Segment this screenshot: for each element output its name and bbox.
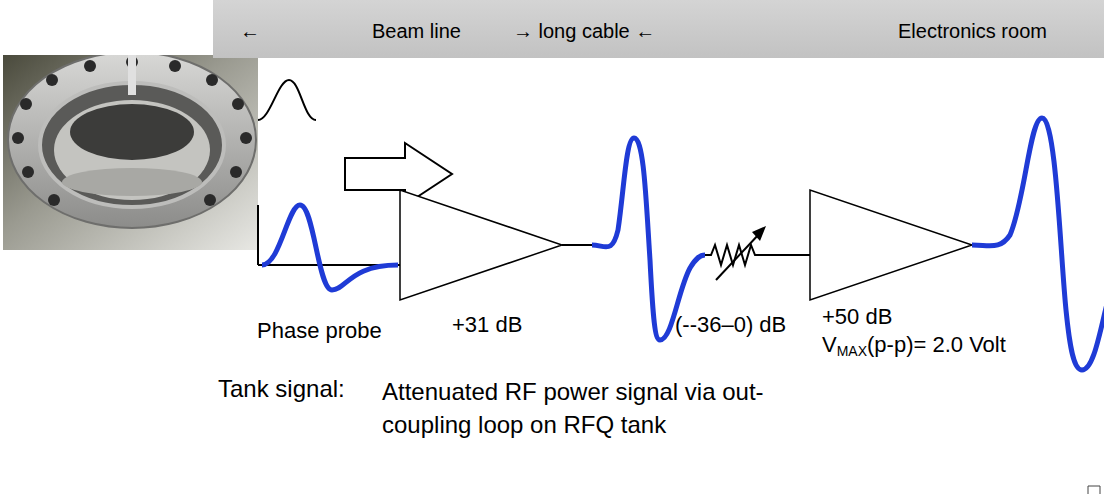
band-label: Electronics room bbox=[898, 20, 1047, 43]
probe-waveform bbox=[262, 205, 398, 290]
amplified-waveform bbox=[592, 138, 705, 340]
heading-band: ← Beam line → long cable ← Electronics room bbox=[213, 0, 1104, 58]
voltage-label: (p-p)= 2.0 Volt bbox=[867, 332, 1006, 358]
note-text: Attenuated RF power signal via out-coupl… bbox=[382, 375, 772, 441]
beam-pulse bbox=[258, 80, 316, 120]
note-heading: Tank signal: bbox=[218, 375, 345, 403]
attenuator-symbol bbox=[705, 245, 810, 265]
corner-mark bbox=[1088, 486, 1100, 494]
band-label: ← bbox=[240, 20, 260, 43]
amplifier-symbol bbox=[810, 190, 972, 300]
hollow-arrow bbox=[345, 143, 452, 205]
probe-lead bbox=[257, 205, 259, 265]
voltage-label: V bbox=[822, 332, 837, 358]
attenuation-label: (--36–0) dB bbox=[675, 312, 786, 338]
wire bbox=[562, 244, 592, 246]
subscript: MAX bbox=[837, 343, 867, 359]
gain-label: +31 dB bbox=[452, 312, 522, 338]
amplifier-symbol bbox=[400, 190, 562, 300]
band-label: → long cable ← bbox=[513, 20, 655, 43]
probe-photo bbox=[3, 55, 258, 250]
attenuator-arrow bbox=[716, 233, 760, 280]
probe-label: Phase probe bbox=[257, 318, 382, 344]
band-label: Beam line bbox=[372, 20, 461, 43]
gain-label: +50 dB bbox=[822, 304, 892, 330]
